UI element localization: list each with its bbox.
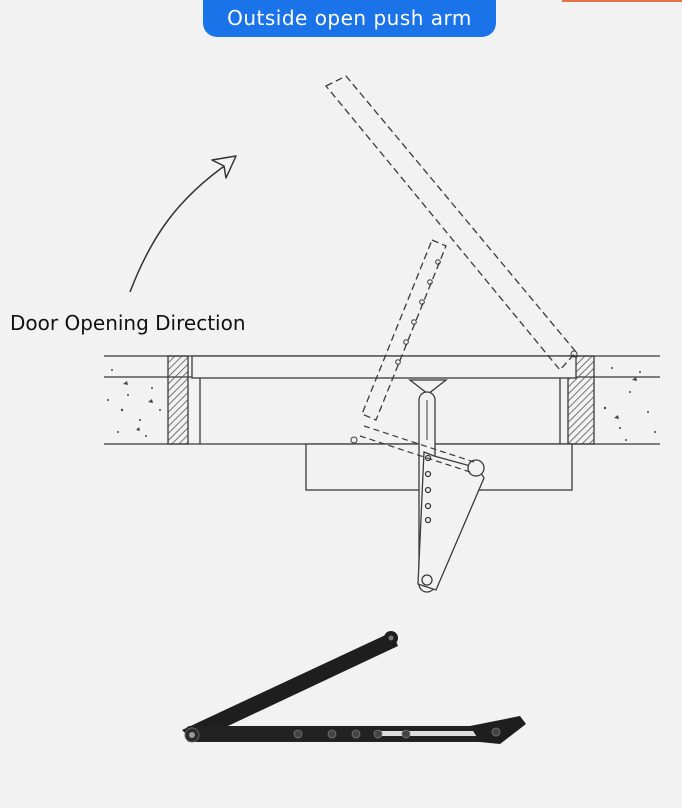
closed-push-arm [408, 379, 485, 593]
open-sash-outline [324, 75, 577, 421]
open-arm-holes [350, 259, 578, 444]
curved-arrow-icon [129, 155, 237, 293]
page-title: Outside open push arm [203, 0, 496, 37]
wall-section [104, 355, 660, 491]
door-opening-direction-label: Door Opening Direction [10, 311, 246, 335]
push-arm-hinge-icon [182, 631, 526, 744]
top-accent-line [562, 0, 682, 2]
concrete-texture [107, 367, 656, 441]
